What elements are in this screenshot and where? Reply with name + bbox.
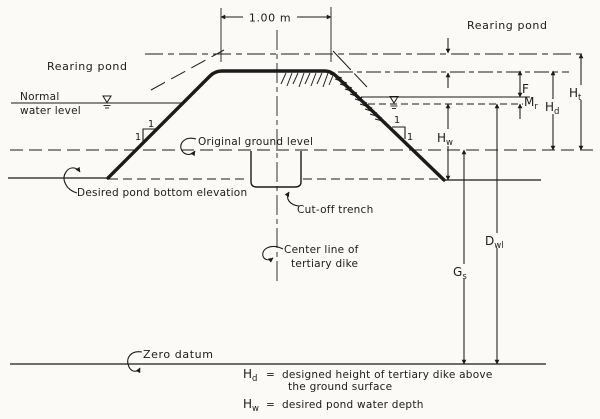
legend-hd-equals: = [266, 369, 275, 381]
gs-label: Gs [453, 265, 467, 282]
slope-indicator-right: 1 1 [392, 115, 413, 143]
water-level-symbol-left [102, 95, 112, 109]
normal-water-label-line2: water level [20, 105, 81, 117]
hd-label: Hd [545, 100, 559, 117]
cut-off-trench-outline [250, 151, 302, 188]
legend-hw-symbol: Hw [243, 397, 259, 414]
crest-width-label: 1.00 m [249, 12, 291, 25]
original-ground-level-label: Original ground level [198, 136, 313, 148]
pond-bottom-leader [63, 166, 81, 194]
slope-right-side-label: 1 [407, 132, 413, 143]
normal-water-label-line1: Normal [20, 91, 60, 103]
rearing-pond-left-label: Rearing pond [47, 60, 128, 73]
ht-label: Ht [569, 86, 582, 103]
freeboard-label: F [522, 82, 529, 96]
zero-datum-leader [127, 351, 143, 374]
legend-hd-text-line2: the ground surface [288, 381, 392, 393]
slope-left-side-label: 1 [135, 132, 141, 143]
rearing-pond-right-label: Rearing pond [467, 19, 548, 32]
slope-right-top-label: 1 [394, 115, 400, 126]
slope-extension-dashed-left [150, 49, 225, 91]
legend-hd-symbol: Hd [243, 367, 257, 384]
legend-hw-equals: = [266, 399, 275, 411]
center-line-leader [262, 246, 284, 263]
slope-indicator-left: 1 1 [135, 119, 156, 143]
cut-off-trench-label: Cut-off trench [297, 204, 374, 216]
crest-grass-hatching [280, 72, 335, 88]
original-ground-leader [180, 137, 197, 157]
crest-width-dimension: 1.00 m [220, 7, 332, 62]
leader-arrows [63, 137, 300, 374]
cut-off-trench-leader [284, 191, 300, 207]
water-level-symbol-right [389, 96, 399, 109]
dwl-label: Dwl [485, 234, 504, 251]
legend-hd-text-line1: designed height of tertiary dike above [282, 369, 493, 381]
center-line-label-line2: tertiary dike [291, 258, 358, 270]
legend-hw-text-line1: desired pond water depth [282, 399, 424, 411]
center-line-label-line1: Center line of [284, 244, 359, 256]
desired-pond-bottom-label: Desired pond bottom elevation [77, 187, 247, 199]
slope-left-top-label: 1 [148, 119, 154, 130]
hw-label: Hw [437, 131, 453, 148]
slope-extension-dashed-right [332, 50, 368, 88]
mr-label: Mr [524, 95, 538, 112]
slope-grass-hatching [329, 73, 387, 123]
legend: Hd = designed height of tertiary dike ab… [243, 367, 493, 414]
vertical-dimensions [445, 38, 584, 365]
zero-datum-label: Zero datum [143, 348, 214, 361]
